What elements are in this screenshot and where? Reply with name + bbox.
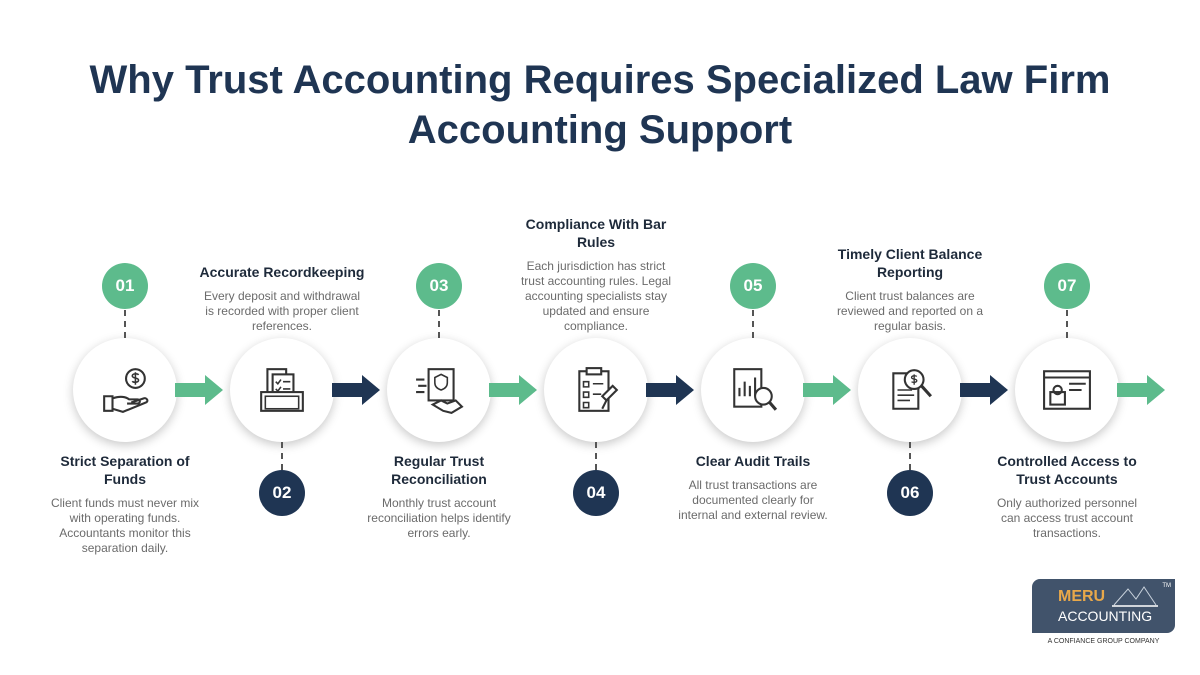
logo-meru: MERU: [1058, 588, 1106, 605]
step-text: Accurate Recordkeeping Every deposit and…: [196, 263, 368, 334]
connector-line: [595, 442, 597, 470]
step-description: Client funds must never mix with operati…: [50, 496, 200, 555]
hand-dollar-icon: [103, 368, 149, 413]
step-title: Regular Trust Reconciliation: [391, 453, 487, 487]
arrow-icon: [646, 375, 694, 405]
step-text: Clear Audit Trails All trust transaction…: [667, 452, 839, 523]
page-title: Why Trust Accounting Requires Specialize…: [89, 58, 1111, 152]
step-title: Accurate Recordkeeping: [199, 264, 365, 280]
step-description: Only authorized personnel can access tru…: [996, 496, 1138, 540]
step-circle: [230, 338, 334, 442]
connector-line: [1066, 310, 1068, 338]
step-number-badge: 07: [1044, 263, 1090, 309]
step-text: Regular Trust Reconciliation Monthly tru…: [353, 452, 525, 541]
step-number-badge: 04: [573, 470, 619, 516]
step-circle: [701, 338, 805, 442]
step-number-badge: 06: [887, 470, 933, 516]
step-circle: [858, 338, 962, 442]
arrow-icon: [332, 375, 380, 405]
step-description: All trust transactions are documented cl…: [678, 478, 828, 522]
step-description: Each jurisdiction has strict trust accou…: [520, 259, 672, 333]
connector-line: [752, 310, 754, 338]
step-text: Timely Client Balance Reporting Client t…: [824, 245, 996, 334]
step-description: Every deposit and withdrawal is recorded…: [203, 289, 361, 333]
arrow-icon: [175, 375, 223, 405]
step-title: Clear Audit Trails: [695, 453, 811, 469]
mountain-logo-icon: [1112, 586, 1158, 607]
step-title: Timely Client Balance Reporting: [837, 246, 983, 280]
document-handshake-icon: [416, 368, 464, 415]
report-magnifier-icon: [733, 368, 778, 411]
step-title: Controlled Access to Trust Accounts: [997, 453, 1137, 487]
step-title: Compliance With Bar Rules: [525, 216, 667, 250]
step-number-badge: 03: [416, 263, 462, 309]
step-title: Strict Separation of Funds: [60, 453, 190, 487]
connector-line: [909, 442, 911, 470]
step-circle: [387, 338, 491, 442]
step-text: Controlled Access to Trust Accounts Only…: [981, 452, 1153, 541]
step-circle: [73, 338, 177, 442]
connector-line: [124, 310, 126, 338]
logo-accounting: ACCOUNTING: [1058, 608, 1153, 624]
connector-line: [438, 310, 440, 338]
step-description: Client trust balances are reviewed and r…: [836, 289, 984, 333]
arrow-icon: [489, 375, 537, 405]
clipboard-gavel-icon: [578, 367, 619, 412]
connector-line: [281, 442, 283, 470]
secure-browser-icon: [1043, 370, 1091, 410]
arrow-icon: [960, 375, 1008, 405]
statement-search-icon: [892, 369, 932, 410]
step-text: Strict Separation of Funds Client funds …: [39, 452, 211, 556]
meru-accounting-logo: MERU TM ACCOUNTING: [1032, 579, 1175, 633]
step-circle: [1015, 338, 1119, 442]
arrow-icon: [1117, 375, 1165, 405]
step-number-badge: 02: [259, 470, 305, 516]
logo-tagline: A CONFIANCE GROUP COMPANY: [1047, 638, 1160, 645]
step-number-badge: 05: [730, 263, 776, 309]
step-description: Monthly trust account reconciliation hel…: [367, 496, 511, 540]
step-text: Compliance With Bar Rules Each jurisdict…: [510, 215, 682, 334]
arrow-icon: [803, 375, 851, 405]
file-drawer-icon: [260, 368, 304, 412]
step-circle: [544, 338, 648, 442]
logo-tm: TM: [1162, 583, 1171, 589]
step-number-badge: 01: [102, 263, 148, 309]
